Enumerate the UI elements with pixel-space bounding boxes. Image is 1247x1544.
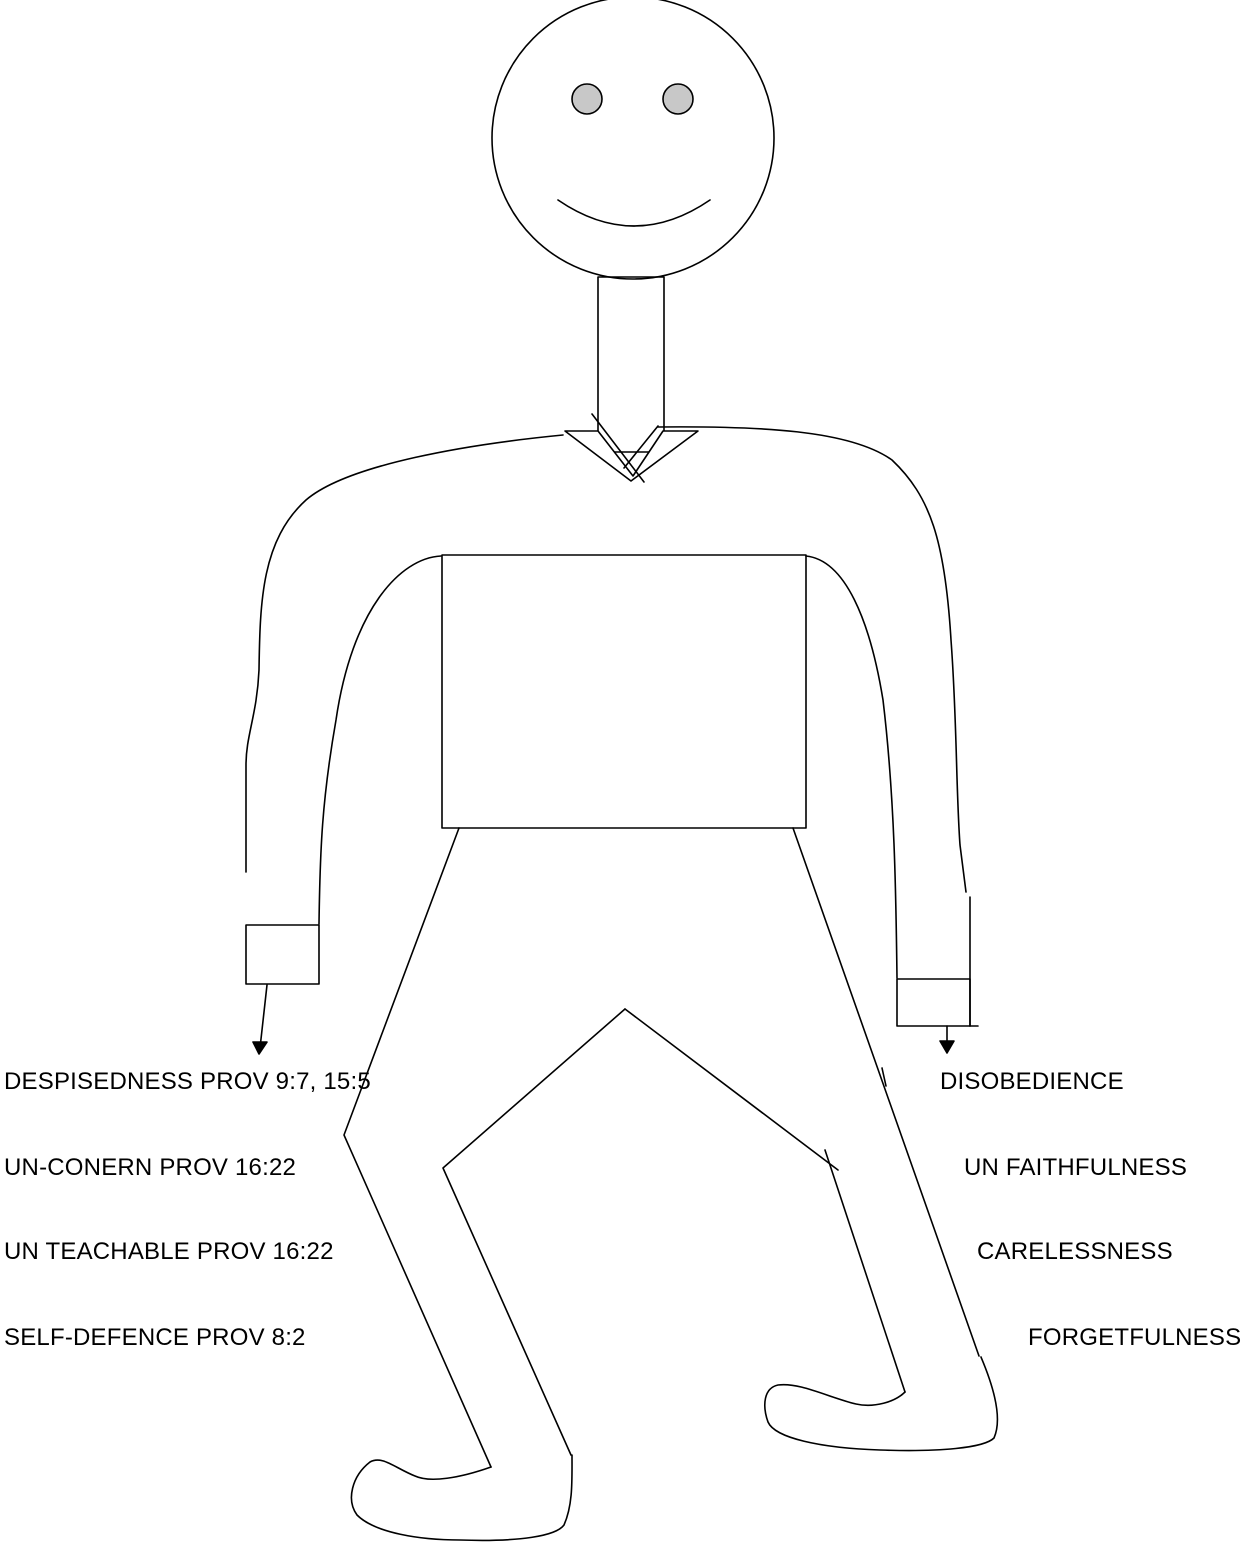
- left-leg-inner: [443, 1009, 625, 1455]
- left-arm-inner: [319, 556, 441, 924]
- right-arm-outer: [658, 427, 966, 892]
- left-label-unteachable: UN TEACHABLE PROV 16:22: [4, 1238, 334, 1266]
- right-arrowhead: [940, 1041, 954, 1053]
- right-foot: [765, 1357, 998, 1451]
- left-foot: [351, 1455, 572, 1540]
- right-label-disobedience: DISOBEDIENCE: [940, 1068, 1124, 1096]
- left-arm-outer: [246, 435, 563, 872]
- left-label-self-defence: SELF-DEFENCE PROV 8:2: [4, 1324, 306, 1352]
- left-label-unconcern: UN-CONERN PROV 16:22: [4, 1154, 296, 1182]
- right-label-carelessness: CARELESSNESS: [977, 1238, 1173, 1266]
- left-leg-outer: [344, 828, 491, 1467]
- right-cuff: [897, 979, 970, 1026]
- left-label-despisedness: DESPISEDNESS PROV 9:7, 15:5: [4, 1068, 371, 1096]
- right-arm-inner: [806, 556, 897, 978]
- right-leg-inner: [625, 1009, 838, 1170]
- left-eye: [572, 84, 602, 114]
- left-arrowhead: [253, 1042, 267, 1054]
- right-eye: [663, 84, 693, 114]
- neck: [598, 277, 664, 452]
- collar: [565, 431, 698, 481]
- right-label-unfaithfulness: UN FAITHFULNESS: [964, 1154, 1187, 1182]
- torso: [442, 555, 806, 828]
- left-cuff: [246, 925, 319, 984]
- left-hand-arrow: [260, 985, 267, 1048]
- head: [492, 0, 774, 279]
- right-knee-cross: [825, 1150, 905, 1392]
- smile: [558, 200, 710, 226]
- right-label-forgetfulness: FORGETFULNESS: [1028, 1324, 1241, 1352]
